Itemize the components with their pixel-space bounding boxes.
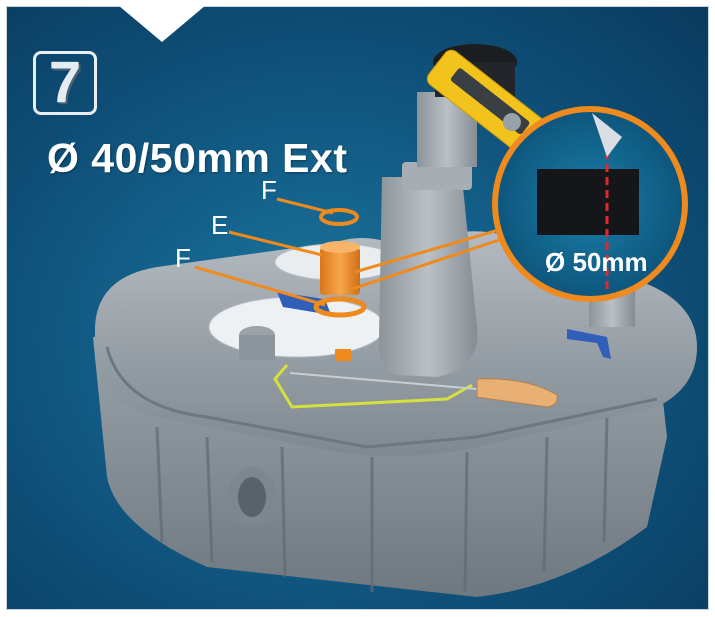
top-notch: [112, 0, 212, 42]
zoom-diameter-label: Ø 50mm: [545, 247, 648, 277]
label-f-top: F: [261, 175, 277, 205]
hacksaw-handle: [476, 378, 558, 408]
step-number: 7: [48, 50, 82, 115]
main-stack: [378, 177, 478, 377]
illustration: [93, 44, 697, 597]
blue-clip-right: [567, 329, 611, 359]
fitting-f-lower: [313, 296, 367, 318]
label-e: E: [211, 210, 229, 240]
step-number-box: 7: [33, 51, 97, 115]
fitting-e: [320, 247, 360, 295]
fitting-f-top: [319, 208, 359, 226]
instruction-panel: 7 Ø 40/50mm Ext F E F Ø 50mm: [6, 6, 709, 610]
tank-ribs: [155, 416, 609, 593]
label-f-lower: F: [175, 243, 191, 273]
leader-lines: [194, 197, 503, 307]
pipe-diameter-spec: Ø 40/50mm Ext: [47, 135, 348, 181]
hacksaw-frame: [273, 364, 473, 409]
